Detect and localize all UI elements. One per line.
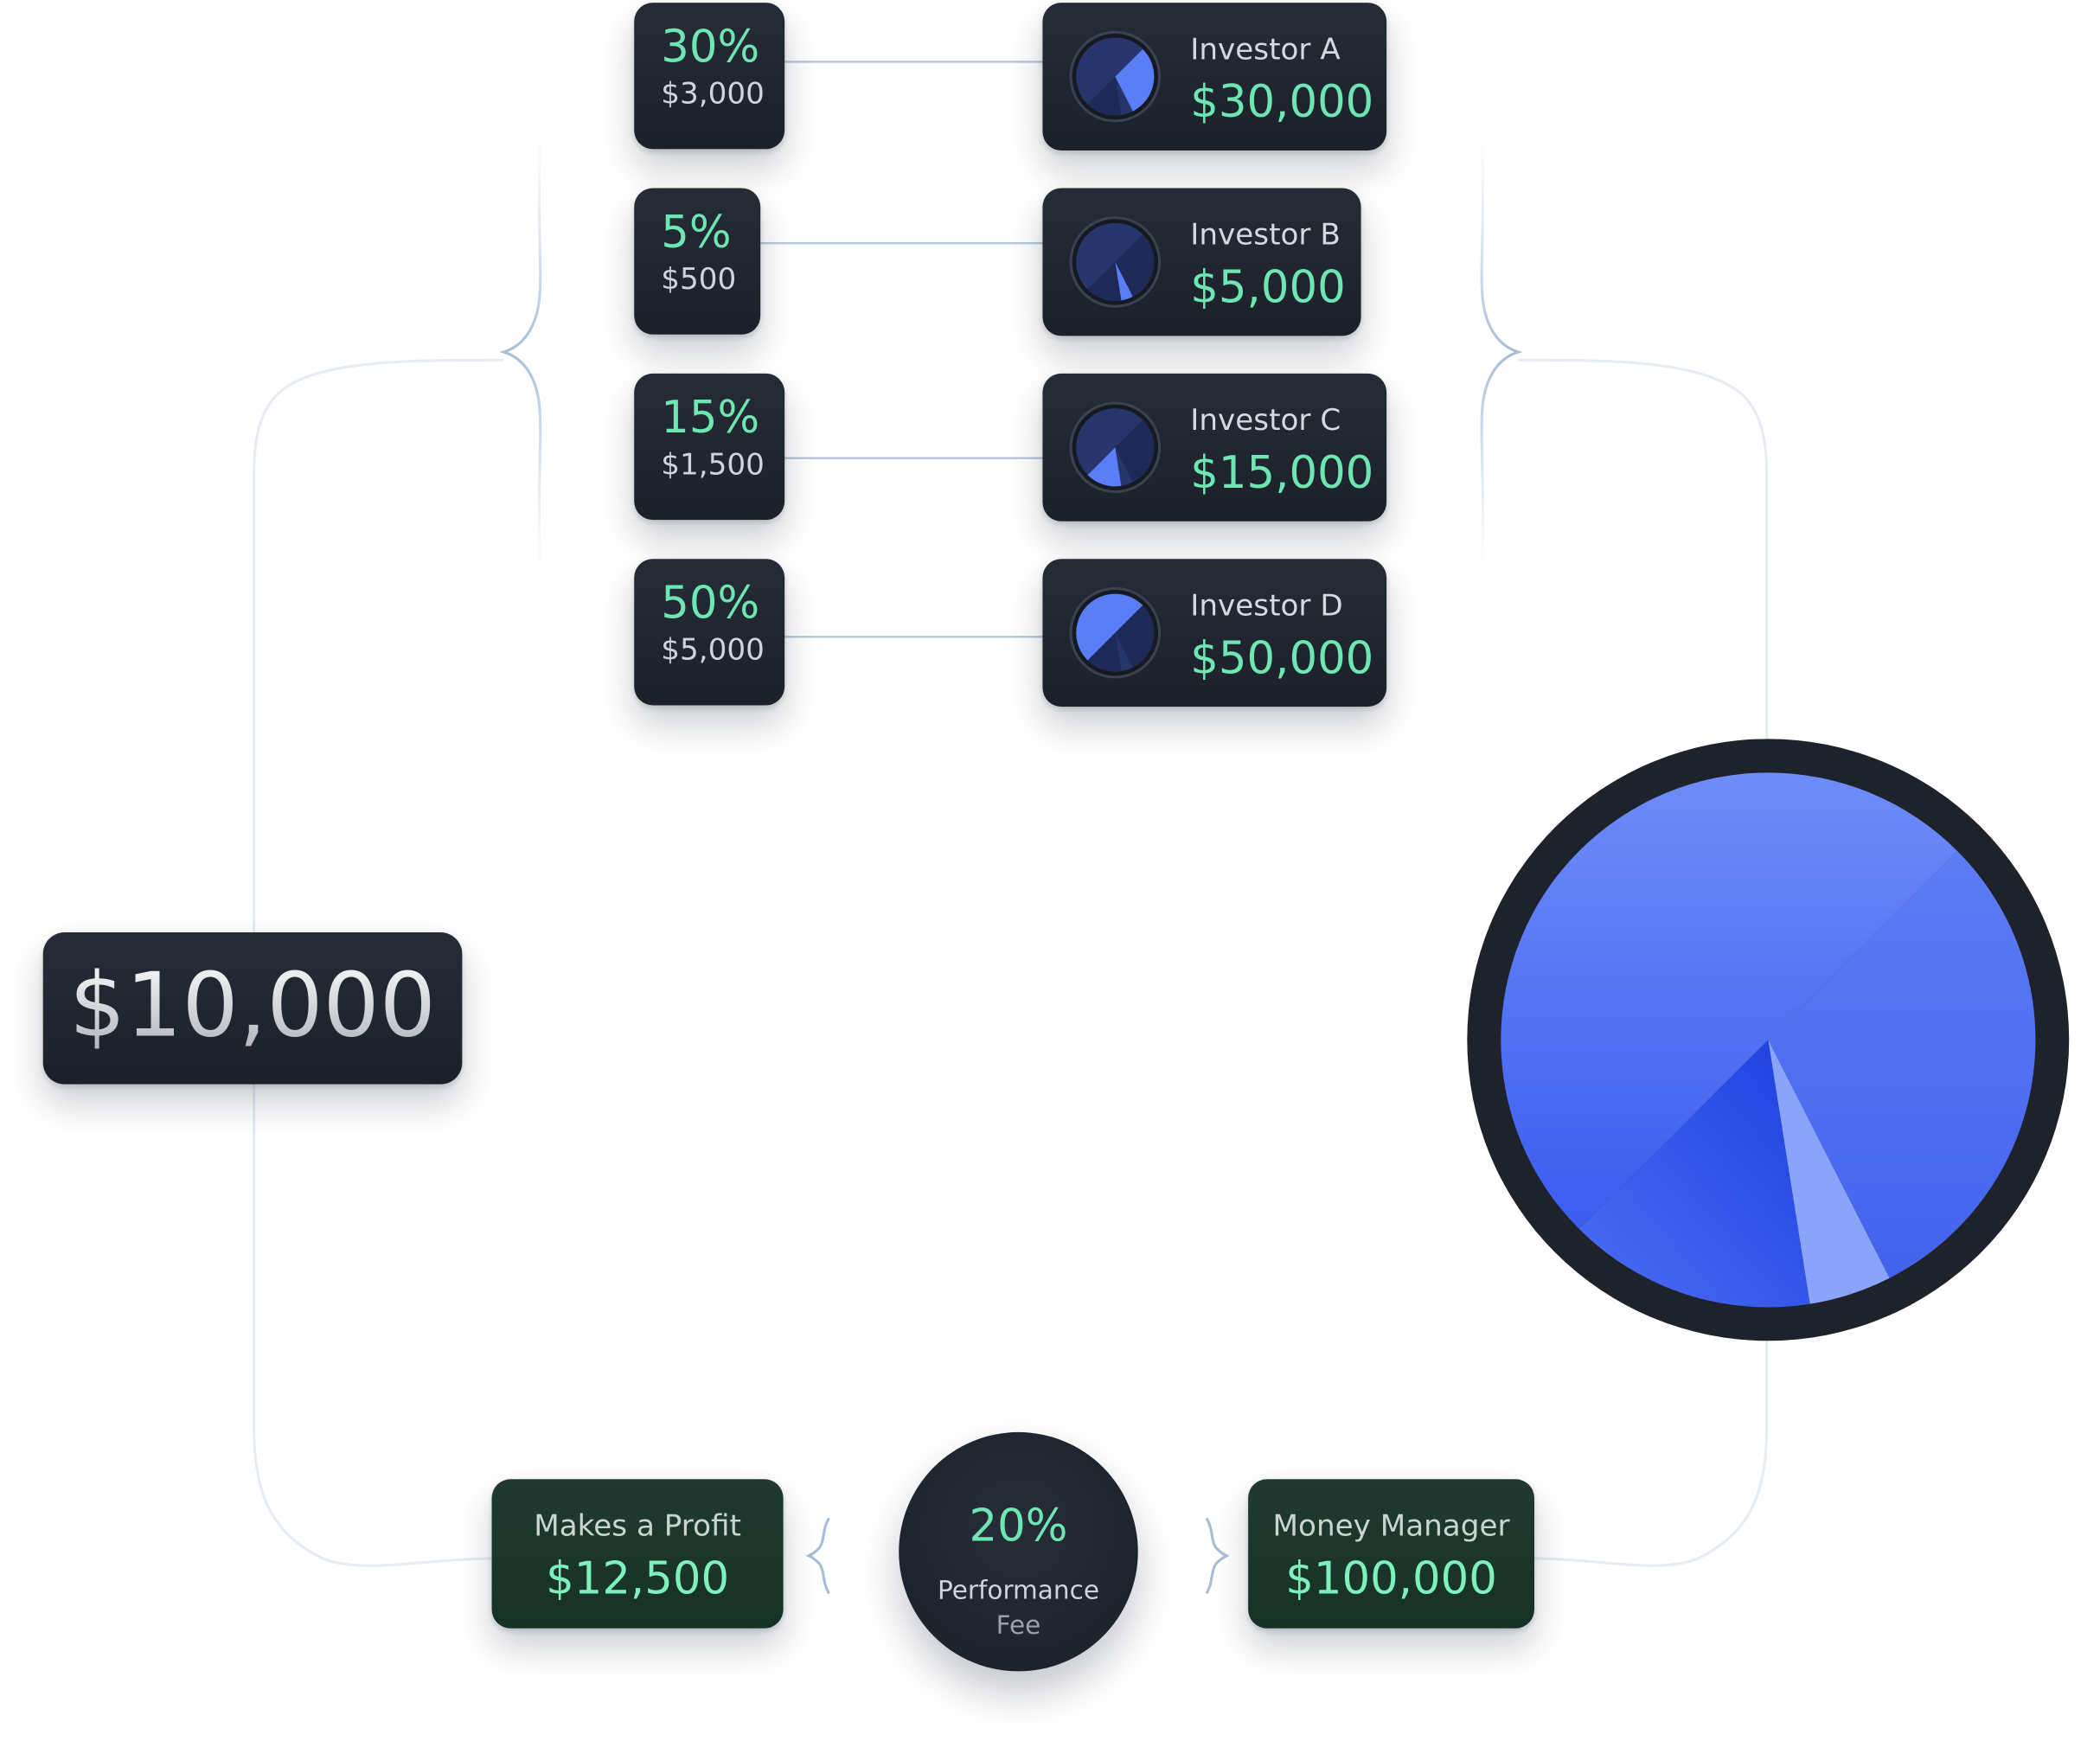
mini-pie-pie-slice-investor-d [1076, 408, 1143, 476]
mini-pie-pie-slice-investor-a [1115, 234, 1155, 298]
share-amount: $1,500 [661, 448, 765, 483]
investor-pie-icon [1069, 30, 1162, 123]
investor-pie-icon [1069, 586, 1162, 679]
money-manager-card: Money Manager $100,000 [1248, 1479, 1534, 1629]
mini-pie-pie-slice-investor-c [1087, 261, 1122, 301]
investor-card-c: Investor C $15,000 [1042, 373, 1387, 522]
mini-pie-pie-slice-investor-c [1087, 632, 1122, 672]
investor-name: Investor B [1190, 219, 1341, 253]
mini-pie-pie-slice-investor-a [1115, 605, 1155, 668]
mini-pie-pie-slice-investor-a [1115, 48, 1155, 112]
share-amount: $3,000 [661, 78, 765, 112]
investor-value: $50,000 [1190, 631, 1374, 684]
fee-right-brace [1205, 1517, 1230, 1595]
investor-value: $5,000 [1190, 260, 1346, 313]
fee-left-brace [805, 1517, 830, 1595]
pie-slice-investor-c [1578, 1040, 1810, 1308]
mini-pie-pie-slice-investor-c [1087, 447, 1122, 487]
mini-pie-pie-slice-investor-d [1076, 222, 1143, 290]
mini-pie-pie-slice-investor-b [1115, 76, 1133, 116]
total-amount: $10,000 [43, 951, 463, 1061]
share-percent: 50% [661, 576, 760, 629]
share-card-b: 5% $500 [634, 188, 761, 335]
investor-pie-icon [1069, 216, 1162, 308]
pie-slice-investor-d [1501, 772, 1957, 1229]
pool-pie-chart [1467, 739, 2070, 1341]
pie-slice-investor-b [1768, 1040, 1890, 1304]
profit-card: Makes a Profit $12,500 [491, 1479, 784, 1629]
mini-pie-pie-slice-investor-b [1115, 447, 1133, 486]
share-percent: 15% [661, 391, 760, 444]
fee-label-line1: Performance [937, 1576, 1099, 1606]
profit-value: $12,500 [546, 1552, 730, 1604]
fee-label-line2: Fee [996, 1610, 1041, 1641]
investor-value: $30,000 [1190, 74, 1374, 128]
mini-pie-pie-slice-investor-d [1076, 37, 1143, 105]
investor-card-b: Investor B $5,000 [1042, 188, 1361, 336]
left-brace [499, 134, 542, 572]
share-percent: 30% [661, 20, 760, 73]
investor-name: Investor D [1190, 589, 1343, 624]
share-percent: 5% [661, 205, 732, 259]
mini-pie-pie-slice-investor-b [1115, 632, 1133, 672]
mini-pie-pie-slice-investor-d [1076, 593, 1143, 661]
investor-card-d: Investor D $50,000 [1042, 559, 1387, 707]
share-amount: $5,000 [661, 634, 765, 669]
mini-pie-pie-slice-investor-b [1115, 261, 1133, 301]
investor-card-a: Investor A $30,000 [1042, 3, 1387, 150]
fee-percent: 20% [969, 1499, 1068, 1552]
pie-slice-investor-a [1768, 850, 2036, 1278]
investor-value: $15,000 [1190, 445, 1374, 499]
right-brace [1480, 134, 1523, 572]
manager-value: $100,000 [1285, 1552, 1497, 1604]
investor-name: Investor A [1190, 33, 1341, 67]
total-amount-card: $10,000 [42, 932, 463, 1085]
performance-fee-circle: 20% Performance Fee [899, 1431, 1138, 1672]
mini-pie-pie-slice-investor-c [1087, 76, 1122, 116]
investor-name: Investor C [1190, 404, 1341, 438]
profit-label: Makes a Profit [534, 1510, 741, 1544]
mini-pie-pie-slice-investor-a [1115, 419, 1155, 483]
share-amount: $500 [661, 263, 737, 298]
investor-pie-icon [1069, 401, 1162, 494]
manager-label: Money Manager [1272, 1510, 1510, 1544]
share-card-d: 50% $5,000 [634, 559, 785, 706]
share-card-a: 30% $3,000 [634, 3, 785, 150]
share-card-c: 15% $1,500 [634, 373, 785, 521]
